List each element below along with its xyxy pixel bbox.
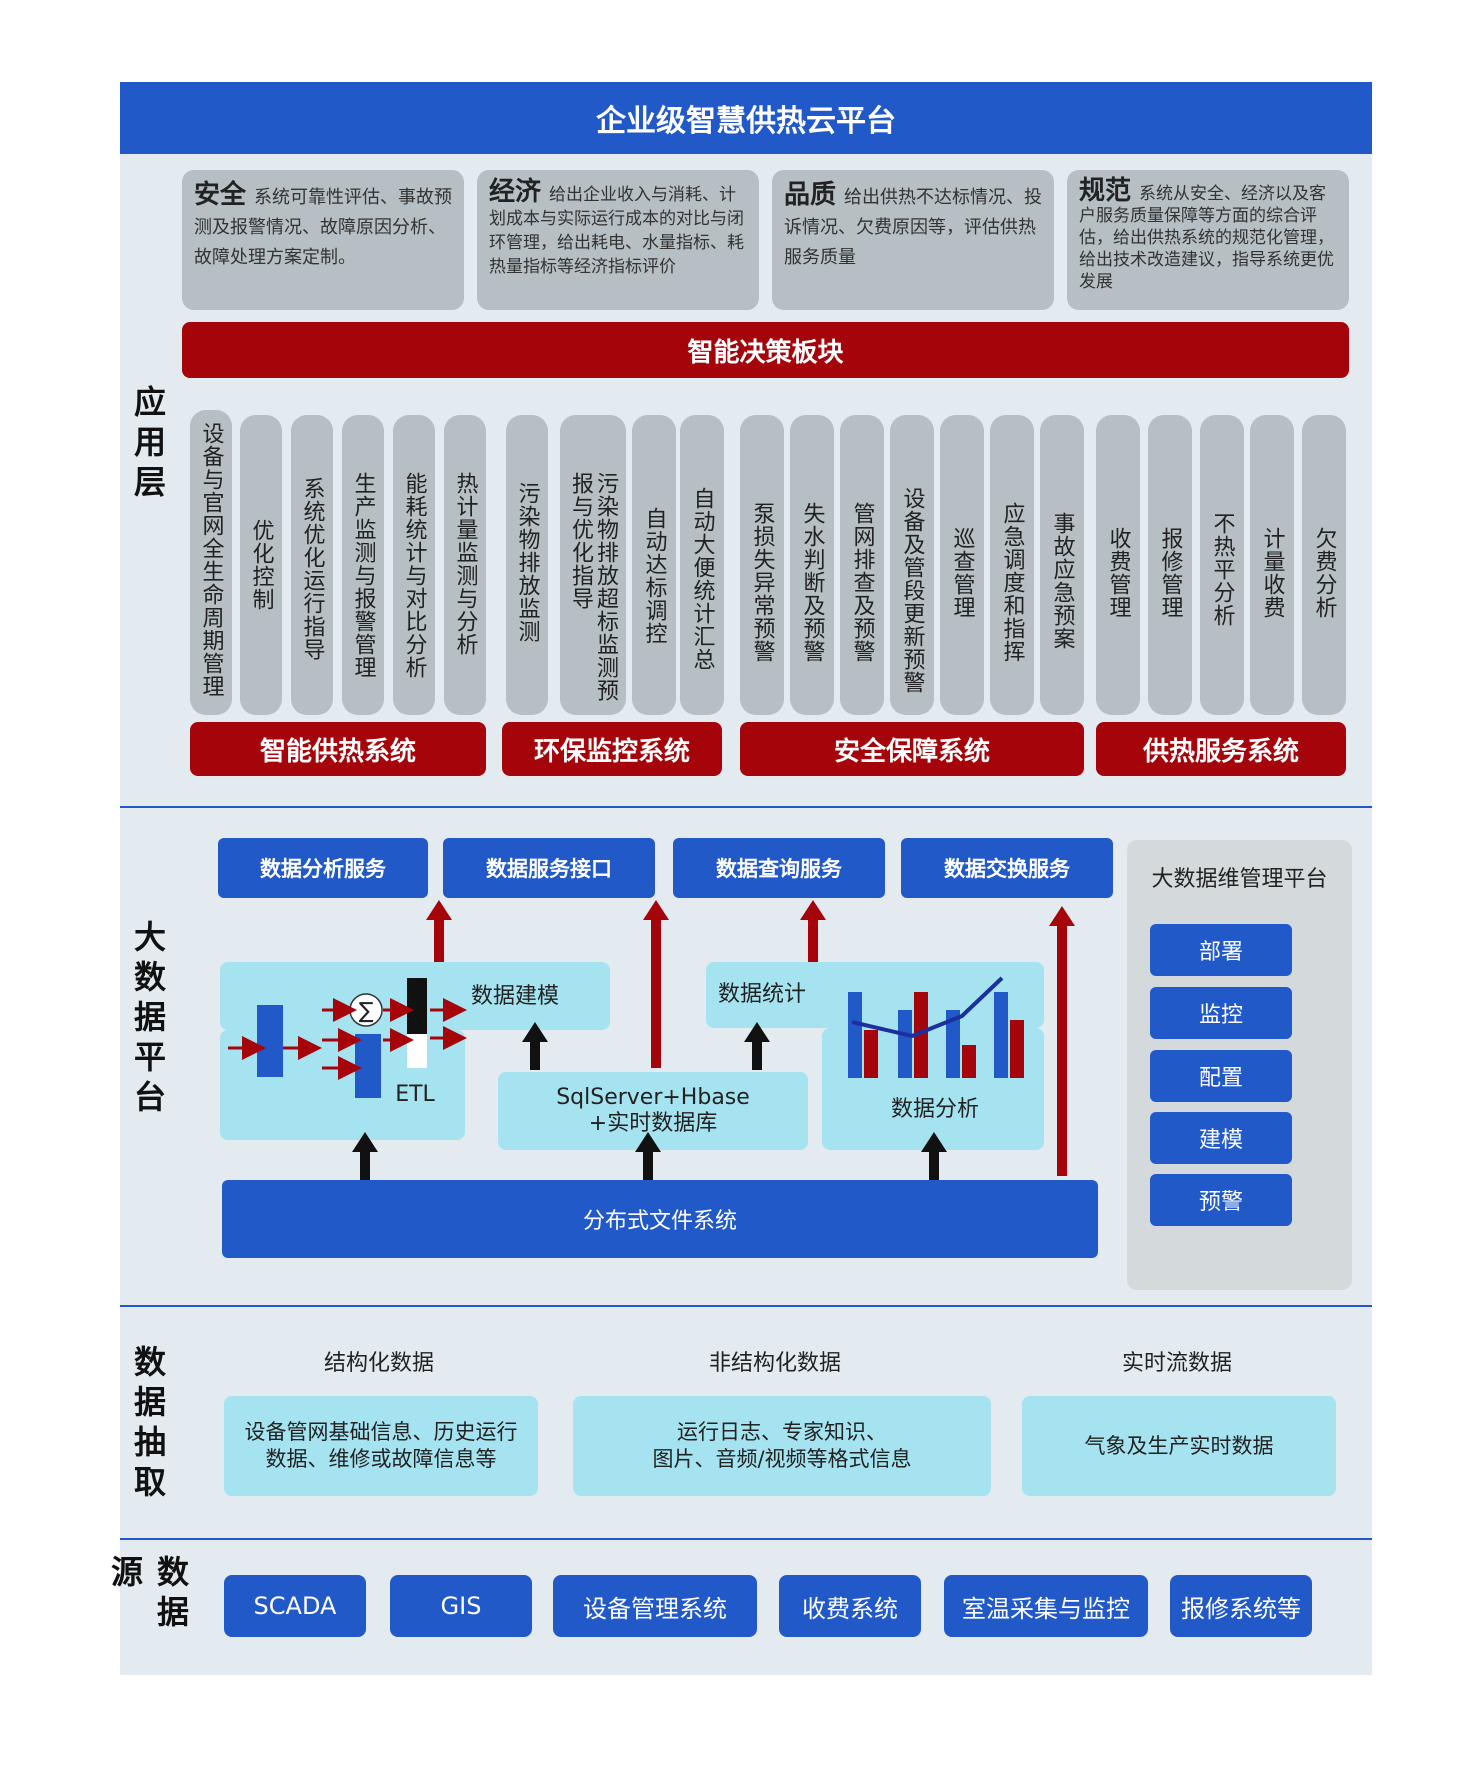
- module-column: 污染物排放超标监测预报与优化指导: [560, 415, 626, 715]
- source-equipment: 设备管理系统: [553, 1575, 757, 1637]
- layer-label-extract: 数据抽取: [129, 1345, 167, 1505]
- mgmt-title: 大数据维管理平台: [1151, 867, 1328, 892]
- etl-block-icon: [257, 1005, 283, 1077]
- module-column: 管网排查及预警: [840, 415, 884, 715]
- etl-arrows: [228, 998, 467, 1080]
- layer-label-bigdata: 大数据平台: [129, 920, 167, 1120]
- etl-block-icon: [355, 1034, 381, 1098]
- page-title: 企业级智慧供热云平台: [120, 82, 1372, 154]
- mgmt-item-alert[interactable]: 预警: [1150, 1174, 1292, 1226]
- module-column: 泵损失异常预警: [740, 415, 784, 715]
- layer-label-app: 应用层: [129, 385, 167, 505]
- service-box: 数据交换服务: [901, 838, 1113, 898]
- source-gis: GIS: [390, 1575, 532, 1637]
- module-column: 事故应急预案: [1040, 415, 1084, 715]
- mgmt-item-monitor[interactable]: 监控: [1150, 987, 1292, 1039]
- system-bar: 供热服务系统: [1096, 722, 1346, 776]
- system-bar: 环保监控系统: [502, 722, 722, 776]
- service-box: 数据分析服务: [218, 838, 428, 898]
- stats-box: [706, 962, 1044, 1028]
- card-head: 规范: [1079, 176, 1132, 206]
- separator: [120, 806, 1372, 808]
- module-column: 不热平分析: [1200, 415, 1244, 715]
- module-column: 报修管理: [1148, 415, 1192, 715]
- etl-block-icon: [407, 1034, 427, 1068]
- card-text: 给出企业收入与消耗、计划成本与实际运行成本的对比与闭环管理，给出耗电、水量指标、…: [489, 185, 744, 277]
- up-arrow-red-icons: [426, 900, 1075, 1176]
- decision-bar: 智能决策板块: [182, 322, 1349, 378]
- module-column: 欠费分析: [1302, 415, 1346, 715]
- modeling-label: 数据建模: [470, 984, 559, 1009]
- module-column: 计量收费: [1250, 415, 1294, 715]
- module-column: 自动大便统计汇总: [680, 415, 724, 715]
- module-column: 收费管理: [1096, 415, 1140, 715]
- etl-block-icon: [407, 978, 427, 1034]
- stats-label: 数据统计: [717, 982, 806, 1007]
- card-text: 系统从安全、经济以及客户服务质量保障等方面的综合评估，给出供热系统的规范化管理，…: [1079, 184, 1334, 292]
- module-column: 巡查管理: [940, 415, 984, 715]
- card-text: 给出供热不达标情况、投诉情况、欠费原因等，评估供热服务质量: [784, 187, 1043, 268]
- card-head: 安全: [194, 180, 247, 210]
- extract-title: 结构化数据: [323, 1351, 434, 1376]
- system-bar: 安全保障系统: [740, 722, 1084, 776]
- separator: [120, 1305, 1372, 1307]
- decision-card-economy: 经济给出企业收入与消耗、计划成本与实际运行成本的对比与闭环管理，给出耗电、水量指…: [477, 170, 759, 310]
- module-column: 设备与官网全生命周期管理: [190, 410, 232, 715]
- extract-box: 气象及生产实时数据: [1022, 1396, 1336, 1496]
- separator: [120, 1538, 1372, 1540]
- module-column: 优化控制: [240, 415, 282, 715]
- module-column: 能耗统计与对比分析: [393, 415, 435, 715]
- card-text: 系统可靠性评估、事故预测及报警情况、故障原因分析、故障处理方案定制。: [194, 187, 453, 268]
- database-label: SqlServer+Hbase +实时数据库: [556, 1085, 750, 1136]
- up-arrow-black-icons: [352, 1022, 947, 1180]
- bar-chart-icon: [848, 976, 1024, 1078]
- module-column: 设备及管段更新预警: [890, 415, 934, 715]
- extract-title: 实时流数据: [1121, 1351, 1232, 1376]
- decision-card-safety: 安全系统可靠性评估、事故预测及报警情况、故障原因分析、故障处理方案定制。: [182, 170, 464, 310]
- system-bar: 智能供热系统: [190, 722, 486, 776]
- decision-card-quality: 品质给出供热不达标情况、投诉情况、欠费原因等，评估供热服务质量: [772, 170, 1054, 310]
- module-column: 热计量监测与分析: [444, 415, 486, 715]
- module-column: 污染物排放监测: [506, 415, 548, 715]
- module-column: 生产监测与报警管理: [342, 415, 384, 715]
- source-scada: SCADA: [224, 1575, 366, 1637]
- service-box: 数据服务接口: [443, 838, 655, 898]
- source-billing: 收费系统: [779, 1575, 921, 1637]
- extract-box: 设备管网基础信息、历史运行数据、维修或故障信息等: [224, 1396, 538, 1496]
- card-head: 经济: [489, 177, 542, 207]
- database-box: [498, 1072, 808, 1150]
- source-repair: 报修系统等: [1170, 1575, 1312, 1637]
- service-box: 数据查询服务: [673, 838, 885, 898]
- mgmt-item-deploy[interactable]: 部署: [1150, 924, 1292, 976]
- sigma-label: ∑: [359, 999, 374, 1024]
- module-column: 系统优化运行指导: [291, 415, 333, 715]
- analysis-label: 数据分析: [890, 1097, 979, 1122]
- mgmt-item-modeling[interactable]: 建模: [1150, 1112, 1292, 1164]
- source-room-temp: 室温采集与监控: [944, 1575, 1148, 1637]
- card-head: 品质: [784, 180, 837, 210]
- decision-card-standard: 规范系统从安全、经济以及客户服务质量保障等方面的综合评估，给出供热系统的规范化管…: [1067, 170, 1349, 310]
- module-column: 失水判断及预警: [790, 415, 834, 715]
- etl-label: ETL: [395, 1082, 435, 1107]
- mgmt-item-config[interactable]: 配置: [1150, 1050, 1292, 1102]
- module-column: 自动达标调控: [632, 415, 676, 715]
- module-column: 应急调度和指挥: [990, 415, 1034, 715]
- extract-box: 运行日志、专家知识、 图片、音频/视频等格式信息: [573, 1396, 991, 1496]
- distributed-fs: 分布式文件系统: [222, 1180, 1098, 1258]
- extract-title: 非结构化数据: [708, 1351, 841, 1376]
